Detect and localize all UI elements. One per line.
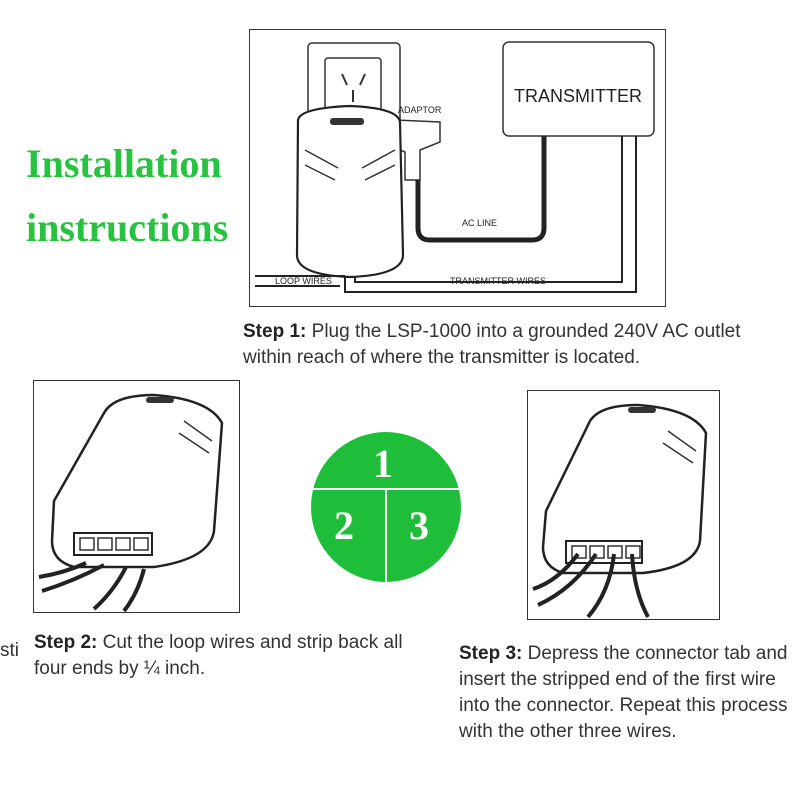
step2-caption: Step 2: Cut the loop wires and strip bac… xyxy=(34,630,414,682)
step3-text: Depress the connector tab and insert the… xyxy=(459,643,788,742)
device-body xyxy=(541,403,708,575)
title-line-2: instructions xyxy=(26,205,229,250)
truncated-text-fragment: sti xyxy=(0,640,19,661)
step2-text: Cut the loop wires and strip back all fo… xyxy=(34,632,403,679)
adaptor-unit xyxy=(295,104,405,279)
wiring-diagram: ADAPTOR TRANSMITTER AC LINE TRANSMITTER … xyxy=(255,41,655,293)
step2-diagram xyxy=(33,380,240,613)
device-cut-wires-illustration xyxy=(38,393,224,612)
step3-diagram xyxy=(527,390,720,620)
step-number-3: 3 xyxy=(409,503,429,548)
device-insert-wires-illustration xyxy=(532,403,708,619)
transmitter-wires-label: TRANSMITTER WIRES xyxy=(450,276,546,286)
transmitter-label: TRANSMITTER xyxy=(514,86,642,106)
step3-label: Step 3: xyxy=(459,643,523,664)
loop-wires-label: LOOP WIRES xyxy=(275,276,332,286)
step2-label: Step 2: xyxy=(34,632,98,653)
step1-label: Step 1: xyxy=(243,321,307,342)
adaptor-label: ADAPTOR xyxy=(398,105,442,115)
circle-divider-vertical xyxy=(385,488,387,582)
transmitter-box xyxy=(502,41,655,137)
step-number-circle: 1 2 3 xyxy=(311,432,461,582)
step3-caption: Step 3: Depress the connector tab and in… xyxy=(459,641,789,745)
device-body xyxy=(50,393,224,569)
step1-text: Plug the LSP-1000 into a grounded 240V A… xyxy=(243,321,741,368)
ac-line-label: AC LINE xyxy=(462,218,497,228)
outlet-socket-icon xyxy=(324,57,382,113)
title-line-1: Installation xyxy=(26,141,222,186)
step-number-2: 2 xyxy=(334,503,354,548)
step1-diagram: ADAPTOR TRANSMITTER AC LINE TRANSMITTER … xyxy=(249,29,666,307)
step-number-1: 1 xyxy=(373,441,393,486)
step1-caption: Step 1: Plug the LSP-1000 into a grounde… xyxy=(243,319,783,371)
